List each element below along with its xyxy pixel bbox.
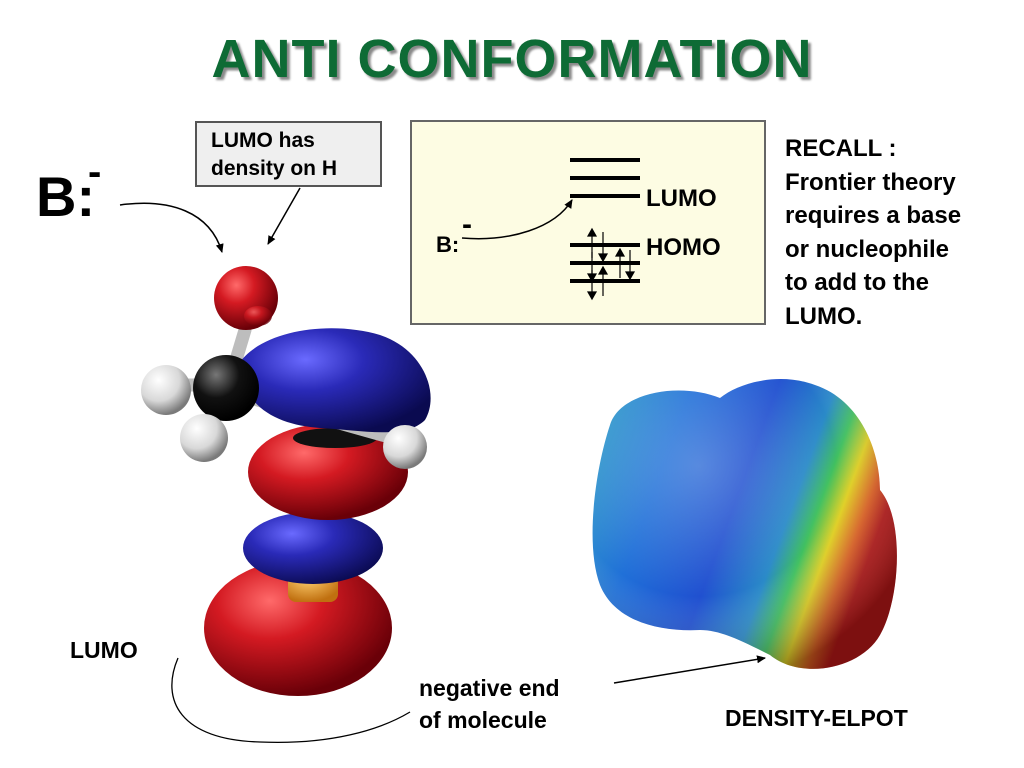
recall-line-3: requires a base: [785, 202, 962, 229]
orbital-lobe-blue-lower: [243, 512, 383, 584]
recall-line-2: Frontier theory: [785, 168, 956, 196]
energy-lumo-label: LUMO: [646, 185, 717, 212]
orbital-lobe-red-bottom: [204, 560, 392, 696]
electron-arrows: [586, 227, 636, 301]
recall-text: RECALL : Frontier theory requires a base…: [785, 132, 1015, 333]
recall-line-5: to add to the: [785, 269, 929, 296]
orbital-lobe-blue-upper: [238, 328, 431, 433]
energy-base-symbol: B:: [436, 232, 460, 257]
density-elpot-surface: [592, 379, 897, 669]
lumo-orbital-model: [141, 266, 431, 696]
orbital-lobe-red-middle: [248, 424, 408, 520]
negative-end-line-1: negative end: [419, 675, 560, 701]
energy-level-box: B: - LUMO HOMO: [410, 120, 766, 325]
atom-hydrogen-2: [180, 414, 228, 462]
slide-title: ANTI CONFORMATION: [211, 29, 813, 89]
callout-line-1: LUMO has: [211, 129, 315, 152]
recall-line-6: LUMO.: [785, 302, 863, 330]
base-charge: -: [88, 150, 102, 194]
negative-end-label: negative end of molecule: [419, 672, 560, 736]
lumo-curve: [171, 657, 411, 744]
callout-line-2: density on H: [211, 157, 338, 180]
callout-lumo-density: LUMO has density on H: [195, 121, 382, 187]
atom-hydrogen-1: [141, 365, 191, 415]
density-elpot-label: DENSITY-ELPOT: [725, 705, 908, 731]
recall-line-4: or nucleophile: [785, 235, 950, 263]
energy-base-charge: -: [462, 208, 472, 241]
callout-pointer-arrow: [267, 187, 301, 245]
recall-line-1: RECALL :: [785, 135, 897, 162]
energy-levels: [461, 158, 640, 301]
atom-hydrogen-3: [383, 425, 427, 469]
energy-homo-label: HOMO: [646, 234, 721, 261]
base-attack-arrow: [119, 202, 224, 253]
negative-end-arrow: [613, 655, 766, 684]
lumo-label: LUMO: [70, 637, 138, 663]
atom-carbon: [193, 355, 259, 421]
base-symbol: B:: [36, 165, 96, 228]
energy-base-arrow: [461, 199, 573, 240]
negative-end-line-2: of molecule: [419, 707, 547, 733]
